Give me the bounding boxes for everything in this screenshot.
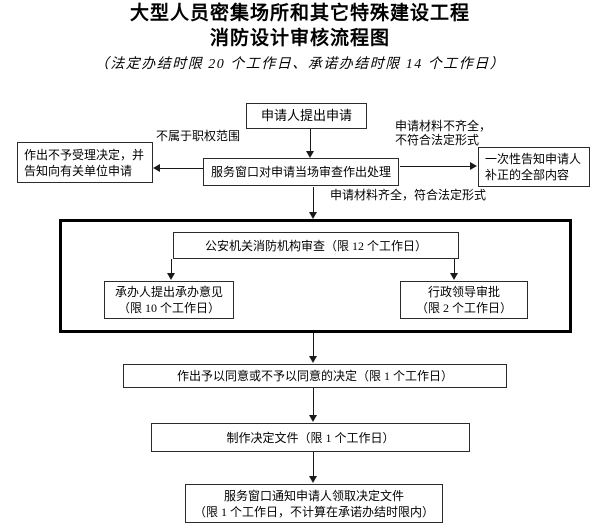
flow-box-leader-approval-line1: 行政领导审批 <box>427 285 500 299</box>
arrow-window-to-review-line <box>313 187 314 213</box>
flow-box-window-review: 服务窗口对申请当场审查作出处理 <box>203 158 399 186</box>
arrow-window-to-notify-line <box>400 166 470 167</box>
flow-box-apply: 申请人提出申请 <box>246 103 367 129</box>
flow-box-notify-correction: 一次性告知申请人 补正的全部内容 <box>478 147 590 187</box>
flow-box-notify-correction-line2: 补正的全部内容 <box>485 168 570 182</box>
flow-box-reject: 作出不予受理决定，并 告知向有关单位申请 <box>17 142 153 183</box>
flow-box-undertaker-opinion-line2: （限 10 个工作日） <box>117 301 220 315</box>
flow-box-notify-correction-line1: 一次性告知申请人 <box>485 152 582 166</box>
label-materials-incomplete-line1: 申请材料不齐全， <box>395 119 492 133</box>
page-title-line2: 消防设计审核流程图 <box>209 28 390 49</box>
flow-box-decision: 作出予以同意或不予以同意的决定（限 1 个工作日） <box>123 364 507 388</box>
flow-box-pickup: 服务窗口通知申请人领取决定文件 （限 1 个工作日，不计算在承诺办结时限内） <box>185 484 443 523</box>
label-materials-incomplete-line2: 不符合法定形式 <box>395 133 480 147</box>
flow-box-leader-approval-line2: （限 2 个工作日） <box>415 301 512 315</box>
arrow-apply-to-window-line <box>310 129 311 151</box>
flow-box-reject-line2: 告知向有关单位申请 <box>24 163 133 178</box>
arrow-window-to-review-head-icon <box>309 212 317 219</box>
emphasis-frame <box>59 219 572 333</box>
arrow-decision-to-document-line <box>313 388 314 415</box>
arrow-window-to-notify-head-icon <box>470 162 477 170</box>
flow-box-make-document: 制作决定文件（限 1 个工作日） <box>151 423 470 452</box>
flow-box-pickup-line2: （限 1 个工作日，不计算在承诺办结时限内） <box>193 504 434 519</box>
flow-box-undertaker-opinion: 承办人提出承办意见 （限 10 个工作日） <box>104 281 234 319</box>
arrow-review-to-leader-line <box>454 259 455 273</box>
arrow-review-to-undertaker-line <box>171 259 172 273</box>
page-subtitle: （法定办结时限 20 个工作日、承诺办结时限 14 个工作日） <box>94 57 506 72</box>
flow-box-undertaker-opinion-line1: 承办人提出承办意见 <box>114 285 223 299</box>
arrow-frame-to-decision-head-icon <box>309 356 317 363</box>
arrow-window-to-reject-line <box>160 168 203 169</box>
arrow-document-to-pickup-line <box>313 452 314 476</box>
flow-box-pickup-line1: 服务窗口通知申请人领取决定文件 <box>223 488 404 503</box>
arrow-document-to-pickup-head-icon <box>309 476 317 483</box>
arrow-window-to-reject-head-icon <box>153 164 160 172</box>
label-out-of-scope: 不属于职权范围 <box>156 129 241 143</box>
label-materials-incomplete: 申请材料不齐全， 不符合法定形式 <box>395 119 491 147</box>
arrow-apply-to-window-head-icon <box>306 151 314 158</box>
label-materials-complete: 申请材料齐全，符合法定形式 <box>330 188 487 202</box>
arrow-review-to-undertaker-head-icon <box>167 273 175 280</box>
flow-box-fire-org-review: 公安机关消防机构审查（限 12 个工作日） <box>173 232 459 259</box>
arrow-review-to-leader-head-icon <box>450 273 458 280</box>
flow-box-leader-approval: 行政领导审批 （限 2 个工作日） <box>400 281 528 319</box>
arrow-decision-to-document-head-icon <box>309 415 317 422</box>
flow-box-reject-line1: 作出不予受理决定，并 <box>24 147 145 162</box>
page-title-line1: 大型人员密集场所和其它特殊建设工程 <box>129 3 470 24</box>
arrow-frame-to-decision-line <box>313 333 314 356</box>
